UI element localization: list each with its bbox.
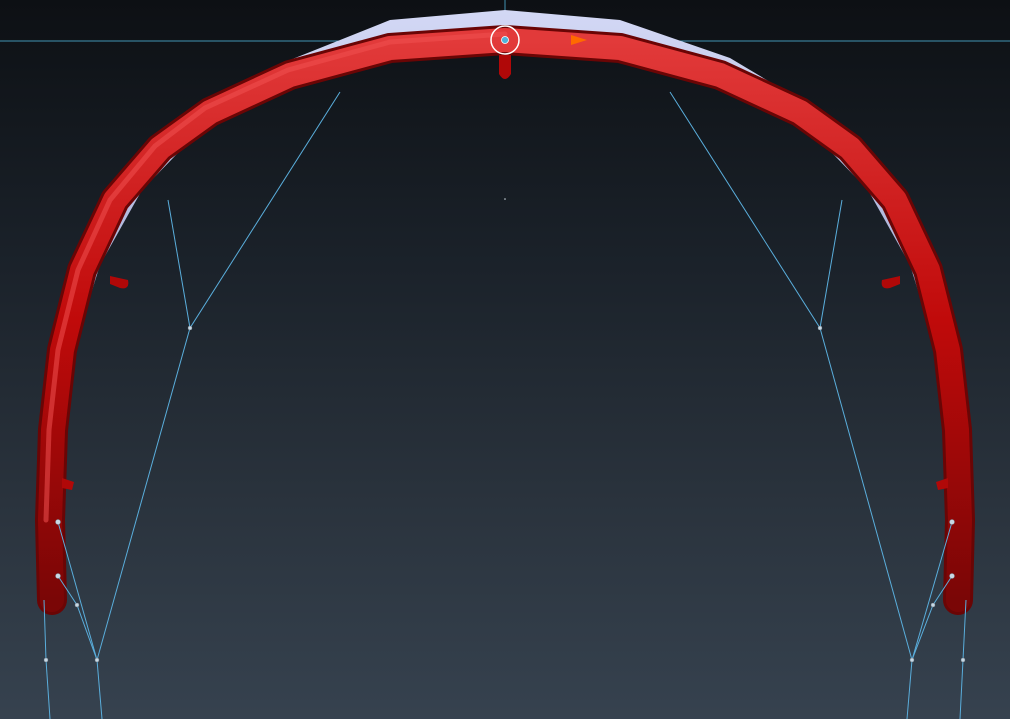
- right-wingtip-tab[interactable]: [936, 478, 948, 490]
- left-wingtip-tab[interactable]: [62, 478, 74, 490]
- pivot-gizmo[interactable]: [490, 25, 587, 55]
- right-front-bridle-line[interactable]: [669, 91, 913, 719]
- pivot-center-dot[interactable]: [501, 36, 509, 44]
- left-tip-knot-lower[interactable]: [55, 573, 61, 579]
- left-mid-bridle-line[interactable]: [167, 199, 191, 329]
- right-bridle-pulley[interactable]: [817, 325, 823, 331]
- right-tip-knot-mid[interactable]: [930, 602, 936, 608]
- kite-canopy[interactable]: [44, 10, 968, 470]
- center-bridle-tab[interactable]: [499, 55, 511, 79]
- left-tip-knot-upper[interactable]: [55, 519, 61, 525]
- right-bridle-junction[interactable]: [909, 657, 915, 663]
- origin-point: [504, 198, 506, 200]
- left-bridle-tab[interactable]: [110, 276, 129, 289]
- left-tip-bridle-line[interactable]: [57, 521, 98, 661]
- direction-arrow-icon[interactable]: [571, 35, 587, 45]
- left-back-line-knot[interactable]: [43, 657, 49, 663]
- pivot-ring-icon[interactable]: [490, 25, 520, 55]
- left-tip-knot-mid[interactable]: [74, 602, 80, 608]
- left-front-bridle-line[interactable]: [96, 91, 341, 719]
- left-bridle-pulley[interactable]: [187, 325, 193, 331]
- bridle-knots[interactable]: [43, 325, 966, 663]
- right-tip-bridle-line[interactable]: [911, 521, 953, 661]
- left-bridle-junction[interactable]: [94, 657, 100, 663]
- leading-edge-tube-highlight: [43, 31, 508, 523]
- right-back-line-knot[interactable]: [960, 657, 966, 663]
- right-tip-knot-lower[interactable]: [949, 573, 955, 579]
- right-bridle-tab[interactable]: [881, 276, 900, 289]
- right-mid-bridle-line[interactable]: [819, 199, 843, 329]
- right-tip-knot-upper[interactable]: [949, 519, 955, 525]
- bridle-lines[interactable]: [43, 91, 967, 719]
